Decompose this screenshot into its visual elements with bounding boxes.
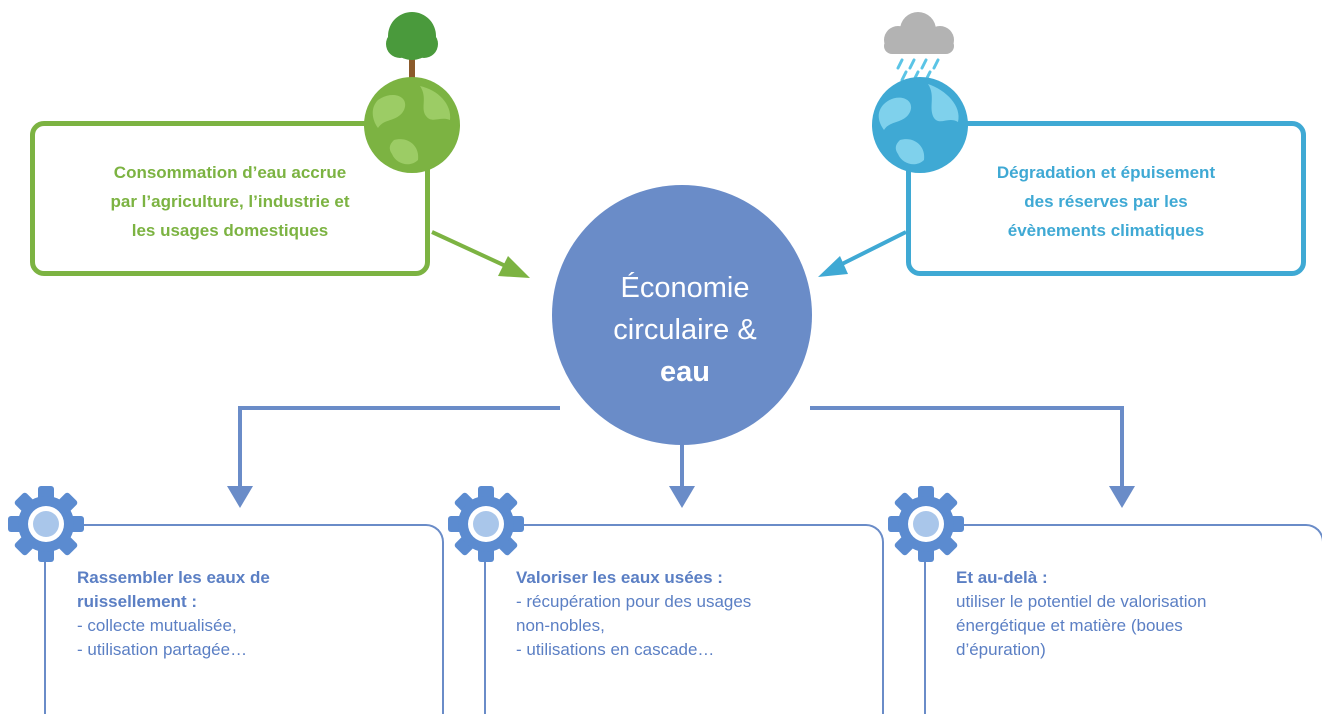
beyond-line-3: d’épuration) xyxy=(956,640,1046,659)
runoff-box xyxy=(44,524,444,714)
blue-arrow xyxy=(818,230,907,277)
runoff-heading-1: Rassembler les eaux de xyxy=(77,568,270,587)
degradation-text: Dégradation et épuisement des réserves p… xyxy=(926,158,1286,245)
consumption-text: Consommation d’eau accrue par l’agricult… xyxy=(60,158,400,245)
center-circle xyxy=(552,185,812,445)
wastewater-item-2: - utilisations en cascade… xyxy=(516,640,715,659)
runoff-heading-2: ruissellement : xyxy=(77,592,197,611)
gear-icon xyxy=(448,486,524,562)
degradation-line-2: des réserves par les xyxy=(1024,192,1188,211)
branch-connectors xyxy=(238,406,1124,488)
consumption-line-3: les usages domestiques xyxy=(131,221,329,240)
degradation-line-3: évènements climatiques xyxy=(1007,221,1205,240)
runoff-item-2: - utilisation partagée… xyxy=(77,640,248,659)
consumption-line-1: Consommation d’eau accrue xyxy=(113,163,347,182)
runoff-text: Rassembler les eaux de ruissellement : -… xyxy=(77,566,417,662)
wastewater-text: Valoriser les eaux usées : - récupératio… xyxy=(516,566,856,662)
beyond-text: Et au-delà : utiliser le potentiel de va… xyxy=(956,566,1301,662)
arrow-to-beyond xyxy=(1109,486,1135,508)
center-title-line-3: eau xyxy=(660,356,710,388)
beyond-line-1: utiliser le potentiel de valorisation xyxy=(956,592,1207,611)
wastewater-item-1a: - récupération pour des usages xyxy=(516,592,752,611)
consumption-line-2: par l’agriculture, l’industrie et xyxy=(110,192,350,211)
green-arrow xyxy=(431,230,530,278)
blue-globe-icon xyxy=(872,77,968,173)
gear-icon xyxy=(8,486,84,562)
wastewater-item-1b: non-nobles, xyxy=(516,616,605,635)
wastewater-box xyxy=(484,524,884,714)
branch-arrowheads xyxy=(227,486,1135,508)
green-globe-icon xyxy=(364,77,460,173)
arrow-to-wastewater xyxy=(669,486,695,508)
center-title-line-2: circulaire & xyxy=(613,314,757,346)
arrow-to-runoff xyxy=(227,486,253,508)
rain-cloud-icon xyxy=(884,12,954,82)
degradation-line-1: Dégradation et épuisement xyxy=(996,163,1216,182)
degradation-box xyxy=(906,121,1306,276)
beyond-heading: Et au-delà : xyxy=(956,568,1048,587)
wastewater-heading: Valoriser les eaux usées : xyxy=(516,568,723,587)
beyond-box xyxy=(924,524,1322,714)
gear-icon xyxy=(888,486,964,562)
tree-icon xyxy=(386,12,438,88)
consumption-box xyxy=(30,121,430,276)
beyond-line-2: énergétique et matière (boues xyxy=(956,616,1183,635)
runoff-item-1: - collecte mutualisée, xyxy=(77,616,237,635)
center-title-line-1: Économie xyxy=(620,272,750,304)
